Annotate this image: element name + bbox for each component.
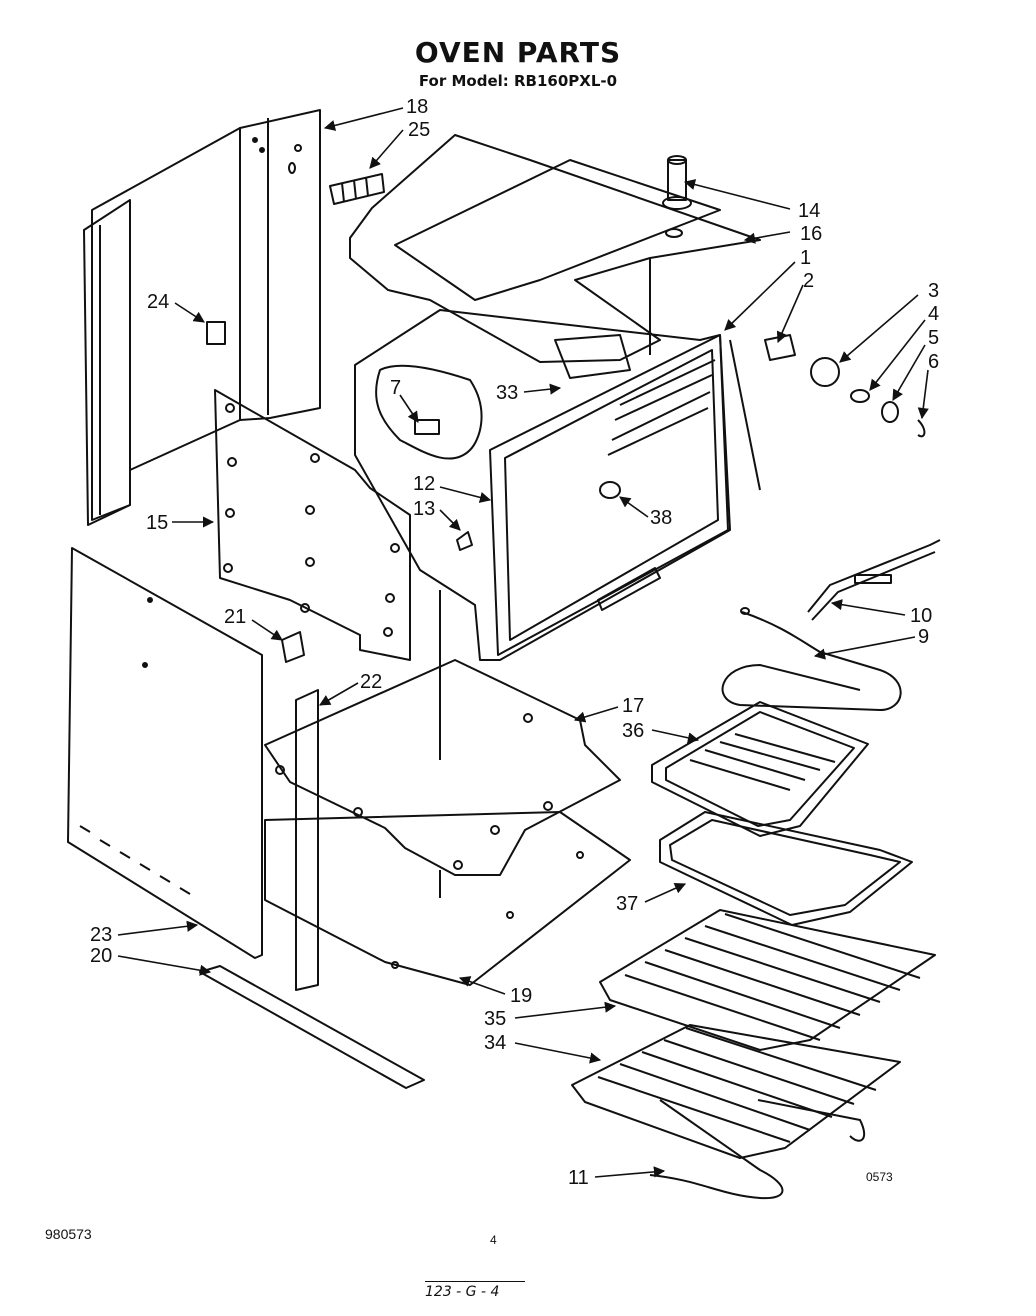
strip-22 [295,689,319,991]
callout-33: 33 [496,382,518,404]
callout-23: 23 [90,924,112,946]
callout-25: 25 [408,119,430,141]
knob-38 [599,481,621,499]
top-panel [349,134,761,363]
callout-2: 2 [803,270,814,292]
callout-12: 12 [413,473,435,495]
callout-37: 37 [616,893,638,915]
page-title: OVEN PARTS [414,36,622,69]
callout-1: 1 [800,247,811,269]
callout-labels: 18 25 14 16 1 2 3 4 5 6 24 7 33 12 13 15… [90,96,939,1189]
rear-side-panel [83,109,321,526]
vent-tube [662,155,692,238]
callout-38: 38 [650,507,672,529]
clip-13 [456,531,473,551]
handwritten-code: 123 - G - 4 [425,1284,500,1300]
side-panel [67,547,263,959]
callout-21: 21 [224,606,246,628]
clip-21 [281,631,305,663]
oven-rack-upper [599,909,936,1051]
callout-10: 10 [910,605,932,627]
callout-19: 19 [510,985,532,1007]
callout-22: 22 [360,671,382,693]
terminal-block [329,173,385,205]
callout-6: 6 [928,351,939,373]
handwritten-underline [425,1281,525,1282]
rack-support [649,1099,866,1200]
broil-element [807,539,941,621]
callout-13: 13 [413,498,435,520]
callout-3: 3 [928,280,939,302]
broil-pan [659,811,913,926]
oven-rack-lower [571,1024,901,1159]
page-number: 4 [490,1233,497,1247]
callout-5: 5 [928,327,939,349]
bake-element [721,607,902,711]
document-number: 980573 [45,1226,92,1242]
oven-cavity [354,309,731,661]
model-subtitle: For Model: RB160PXL-0 [418,72,618,90]
callout-11: 11 [568,1167,589,1189]
callout-34: 34 [484,1032,506,1054]
callout-18: 18 [406,96,428,118]
broil-pan-grid [651,701,869,837]
bottom-panel [264,590,621,876]
oven-light-parts [729,334,926,491]
base-panel [264,811,631,986]
callout-16: 16 [800,223,822,245]
figure-code: 0573 [866,1170,893,1184]
rail-20 [199,965,425,1089]
callout-17: 17 [622,695,644,717]
callout-4: 4 [928,303,939,325]
bracket-24 [206,321,226,345]
rear-wall-panel [214,389,411,661]
callout-24: 24 [147,291,169,313]
callout-36: 36 [622,720,644,742]
callout-15: 15 [146,512,168,534]
callout-14: 14 [798,200,820,222]
callout-9: 9 [918,626,929,648]
callout-20: 20 [90,945,112,967]
callout-35: 35 [484,1008,506,1030]
callout-7: 7 [390,377,401,399]
